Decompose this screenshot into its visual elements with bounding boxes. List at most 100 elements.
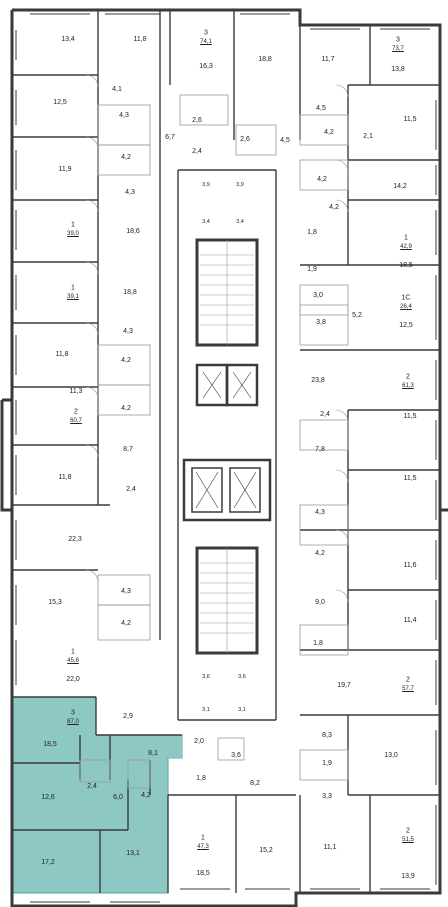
apartment-number: 1 [71,284,75,292]
room-area: 3,1 [202,707,210,713]
room-area: 11,5 [403,413,417,420]
room-area: 11,8 [133,36,147,43]
apartment-area: 47,3 [197,844,209,850]
room-area: 8,7 [123,446,133,453]
room-area: 3,4 [236,219,244,225]
room-area: 2,4 [192,148,202,155]
apartment-number: 2 [406,373,410,381]
room-area: 11,6 [403,562,417,569]
room-area: 18,5 [43,741,57,748]
room-area: 4,3 [119,112,129,119]
apartment-number: 1 [404,234,408,242]
room-area: 22,3 [68,536,82,543]
room-area: 3,9 [202,182,210,188]
elevators [182,363,272,522]
room-area: 8,2 [250,780,260,787]
room-area: 13,4 [61,36,75,43]
room-area: 4,2 [315,550,325,557]
room-area: 4,2 [324,129,334,136]
room-area: 4,2 [317,176,327,183]
room-area: 1,8 [196,775,206,782]
apartment-area: 87,0 [67,719,79,725]
room-area: 12,5 [53,99,67,106]
room-area: 3,6 [231,752,241,759]
room-area: 2,6 [192,117,202,124]
room-area: 8,1 [148,750,158,757]
room-area: 4,2 [141,792,151,799]
room-area: 1,8 [307,229,317,236]
room-area: 3,4 [202,219,210,225]
highlighted-apartment[interactable] [11,696,183,894]
door-swings [85,74,349,603]
apartment-number: 3 [204,29,208,37]
room-area: 22,0 [66,676,80,683]
apartment-area: 74,1 [200,39,212,45]
room-area: 11,5 [403,475,417,482]
apartment-area: 60,7 [70,418,82,424]
apartment-number: 3 [396,36,400,44]
apartment-number: 3 [71,709,75,717]
stair-top-steps [200,240,254,345]
room-area: 13,1 [126,850,140,857]
room-area: 4,2 [121,405,131,412]
room-area: 11,7 [321,56,335,63]
room-area: 2,9 [123,713,133,720]
apartment-number: 1 [71,648,75,656]
room-area: 3,3 [322,793,332,800]
apartment-area: 26,4 [400,304,412,310]
room-area: 18,5 [196,870,210,877]
windows [15,13,437,903]
room-area: 23,8 [311,377,325,384]
room-area: 2,0 [194,738,204,745]
room-area: 3,1 [238,707,246,713]
room-area: 4,2 [121,357,131,364]
room-area: 6,0 [113,794,123,801]
room-area: 4,2 [121,154,131,161]
room-area: 1,9 [322,760,332,767]
room-area: 2,4 [126,486,136,493]
room-area: 4,5 [316,105,326,112]
room-area: 11,5 [403,116,417,123]
room-area: 13,8 [391,66,405,73]
room-area: 3,6 [238,674,246,680]
bathrooms [79,94,349,789]
room-area: 18,8 [258,56,272,63]
room-area: 3,6 [202,674,210,680]
room-area: 18,5 [399,262,413,269]
room-area: 2,4 [87,783,97,790]
apartment-area: 42,9 [400,244,412,250]
apartment-number: 2 [74,408,78,416]
room-area: 13,0 [384,752,398,759]
room-area: 11,4 [403,617,417,624]
room-area: 4,3 [125,189,135,196]
room-area: 16,3 [199,63,213,70]
room-area: 1,9 [307,266,317,273]
highlighted-apartment-hall [168,735,182,758]
apartment-number: 1С [401,294,411,302]
room-area: 4,2 [121,620,131,627]
apartment-number: 1 [71,221,75,229]
room-area: 15,2 [259,847,273,854]
room-area: 3,8 [316,319,326,326]
apartment-area: 73,7 [392,46,404,52]
room-area: 9,0 [315,599,325,606]
room-area: 4,3 [121,588,131,595]
room-area: 2,1 [363,133,373,140]
room-area: 11,9 [58,166,72,173]
room-area: 12,5 [399,322,413,329]
apartment-number: 2 [406,676,410,684]
room-area: 4,5 [280,137,290,144]
room-area: 19,7 [337,682,351,689]
apartment-area: 61,3 [402,383,414,389]
room-area: 1,8 [313,640,323,647]
room-area: 2,4 [320,411,330,418]
room-area: 5,2 [352,312,362,319]
room-area: 2,6 [240,136,250,143]
apartment-number: 1 [201,834,205,842]
room-area: 7,8 [315,446,325,453]
elevator-crosses [195,371,257,509]
stair-bottom-steps [200,548,254,653]
room-area: 11,8 [58,474,72,481]
apartment-area: 57,7 [402,686,414,692]
apartment-area: 39,1 [67,294,79,300]
